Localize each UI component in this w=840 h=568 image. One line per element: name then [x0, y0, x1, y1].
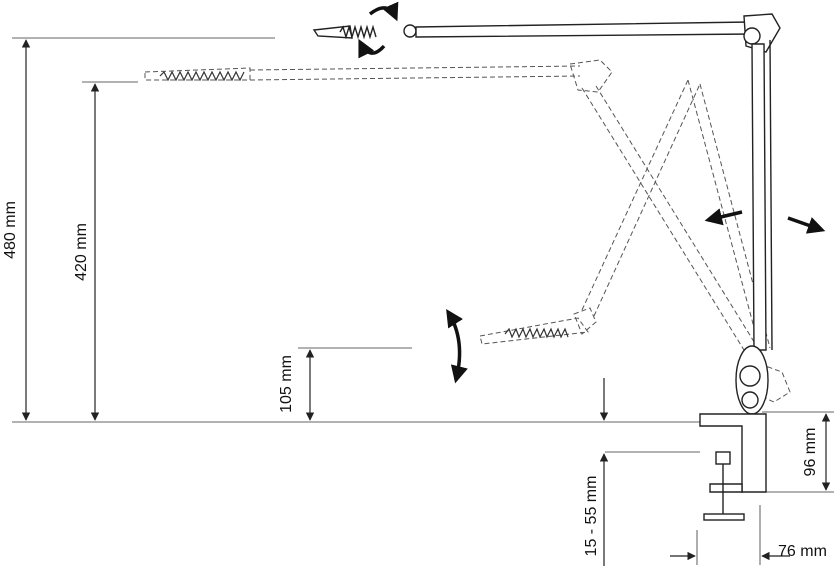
ghost-lower-arm-b	[595, 85, 757, 346]
lamp-base-knob-upper	[739, 365, 761, 387]
lamp-head-knob	[403, 24, 417, 38]
ghost-forearm-low-a	[581, 79, 689, 311]
ghost-head-low	[479, 317, 589, 345]
lamp-clamp-handle	[703, 513, 745, 521]
ghost-spring-low	[504, 327, 569, 339]
lamp-vertical-arm	[751, 43, 767, 351]
lamp-upper-arm	[415, 21, 753, 38]
ghost-elbow-mid	[569, 59, 613, 93]
ghost-head-mid	[144, 67, 251, 81]
dimension-arrows	[21, 39, 831, 566]
ghost-upper-arm-mid-a	[249, 65, 581, 71]
label-15-55: 15 - 55 mm	[583, 476, 600, 557]
ghost-elbow-low	[573, 307, 597, 335]
lamp-clamp-screw-top	[715, 451, 731, 465]
tilt-arrow	[446, 309, 468, 384]
lamp-clamp-body	[699, 413, 767, 493]
lamp-clamp-jaw	[709, 483, 743, 493]
ghost-arm-positions	[144, 59, 791, 403]
lamp-base-knob-lower	[741, 391, 759, 409]
lamp-spring-top	[339, 24, 377, 40]
ghost-upper-arm-mid-b	[249, 75, 581, 81]
lamp-solid	[312, 13, 781, 521]
rotate-arrow-bottom	[358, 38, 386, 59]
label-96: 96 mm	[802, 428, 819, 477]
lamp-top-joint-knob	[743, 27, 761, 45]
rotate-arrow-top	[368, 1, 399, 22]
label-76: 76 mm	[778, 543, 827, 560]
ghost-lower-arm-a	[581, 87, 745, 351]
ghost-springs	[159, 70, 569, 339]
swing-arrow-right	[787, 216, 826, 234]
lamp-vertical-arm-rod	[769, 39, 773, 351]
label-105: 105 mm	[278, 355, 295, 413]
swing-arrow-left	[704, 208, 743, 226]
label-480: 480 mm	[2, 201, 19, 259]
ghost-spring-mid	[159, 70, 245, 82]
motion-arrows	[358, 1, 826, 384]
ghost-forearm-low-b	[593, 83, 701, 317]
extension-lines	[12, 37, 834, 565]
label-420: 420 mm	[73, 223, 90, 281]
